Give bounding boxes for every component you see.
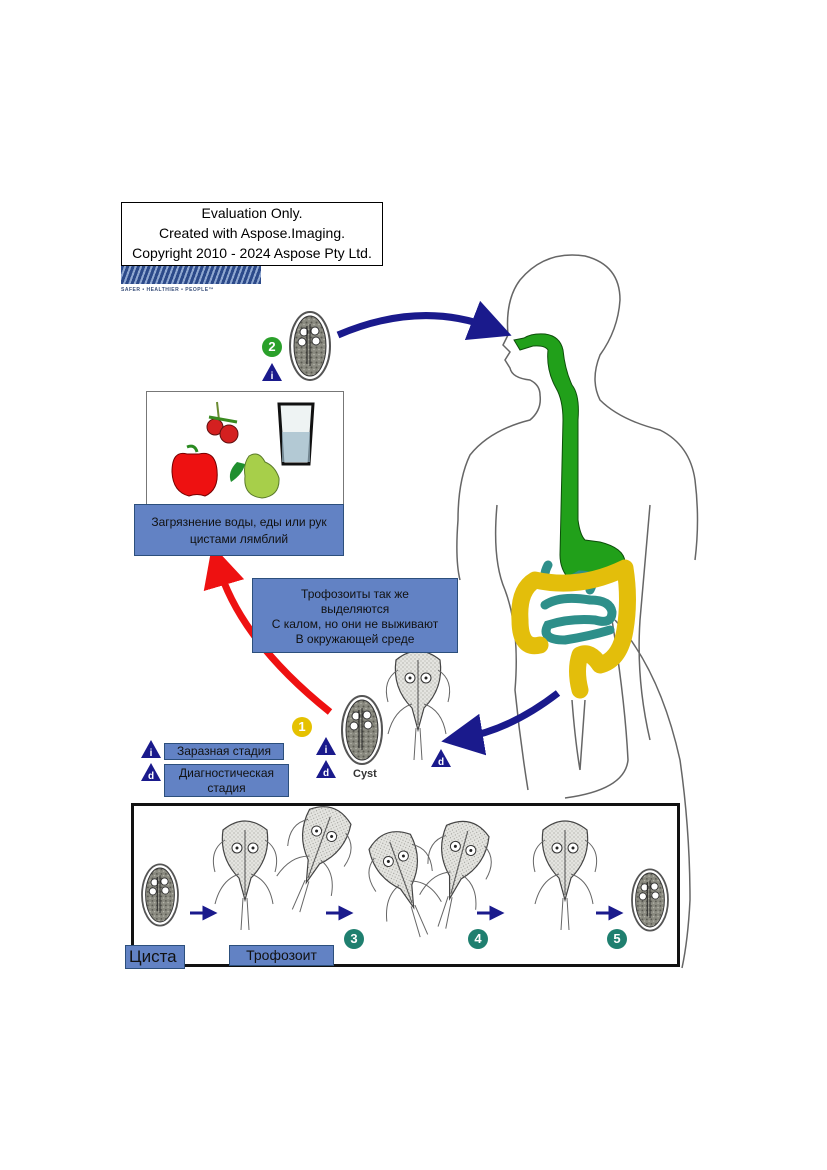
label-contamination-line-1: Загрязнение воды, еды или рук: [151, 515, 327, 529]
label-contamination-line-2: цистами лямблий: [189, 532, 289, 546]
label-trophozoites-line-4: В окружающей среде: [295, 632, 415, 646]
svg-text:i: i: [325, 745, 328, 756]
svg-text:i: i: [271, 371, 274, 382]
svg-text:d: d: [323, 768, 329, 779]
legend-diagnostic-label: Диагностическая стадия: [164, 764, 289, 797]
cyst-infective-illustration: [289, 311, 331, 381]
esophagus: [513, 333, 626, 581]
legend-diagnostic-line-2: стадия: [207, 781, 246, 795]
arrow-excretion: [441, 690, 561, 756]
apple-icon: [171, 444, 218, 497]
cdc-logo-stripes: [121, 266, 261, 284]
step-2-badge: 2: [262, 337, 282, 357]
svg-text:i: i: [150, 748, 153, 759]
large-intestine: [511, 559, 636, 699]
watermark-box: Evaluation Only. Created with Aspose.Ima…: [121, 202, 383, 266]
infective-stage-icon: i: [261, 362, 283, 382]
label-trophozoite-ru: Трофозоит: [229, 945, 334, 966]
trophozoite-excreted-illustration: [385, 650, 451, 761]
cyst-excreted-illustration: [341, 695, 383, 765]
label-trophozoites-note: Трофозоиты так же выделяются С калом, но…: [252, 578, 458, 653]
step-5-badge: 5: [607, 929, 627, 949]
legend-diagnostic-line-1: Диагностическая: [179, 766, 274, 780]
legend-infective-label: Заразная стадия: [164, 743, 284, 760]
label-trophozoites-line-2: выделяются: [320, 602, 390, 616]
svg-text:d: d: [148, 771, 154, 782]
label-cyst-en: Cyst: [353, 768, 377, 780]
step-1-badge: 1: [292, 717, 312, 737]
watermark-line-2: Created with Aspose.Imaging.: [159, 225, 345, 241]
svg-text:d: d: [438, 757, 444, 768]
diagnostic-stage-icon: d: [315, 759, 337, 779]
raspberries-icon: [206, 401, 239, 444]
legend-infective-icon: i: [140, 739, 162, 759]
diagnostic-stage-icon: d: [430, 748, 452, 768]
pear-icon: [229, 453, 280, 499]
label-cyst-ru: Циста: [125, 945, 185, 969]
watermark-line-3: Copyright 2010 - 2024 Aspose Pty Ltd.: [132, 245, 372, 261]
contamination-sources-box: [146, 391, 344, 507]
food-water-illustration: [171, 401, 315, 499]
arrow-ingestion: [336, 300, 512, 340]
replication-stages-frame: [131, 803, 680, 967]
step-4-badge: 4: [468, 929, 488, 949]
label-trophozoites-line-1: Трофозоиты так же: [301, 587, 409, 601]
cdc-tagline: SAFER • HEALTHIER • PEOPLE™: [121, 287, 215, 293]
step-3-badge: 3: [344, 929, 364, 949]
watermark-line-1: Evaluation Only.: [201, 205, 303, 221]
water-glass-icon: [277, 402, 315, 466]
legend-diagnostic-icon: d: [140, 762, 162, 782]
infective-stage-icon: i: [315, 736, 337, 756]
label-trophozoites-line-3: С калом, но они не выживают: [271, 617, 439, 631]
label-contamination: Загрязнение воды, еды или рук цистами ля…: [134, 504, 344, 556]
